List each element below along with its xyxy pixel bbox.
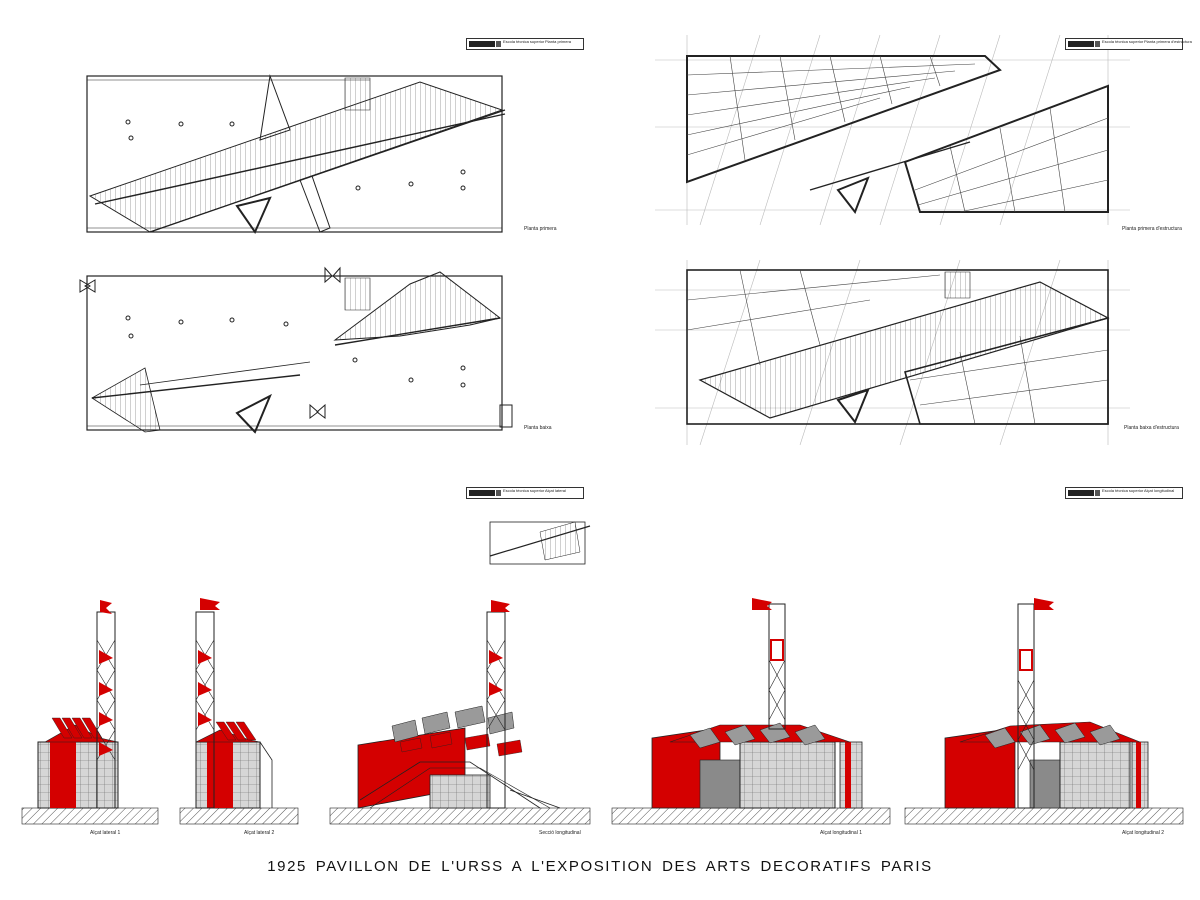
title-block-text: Escola tècnica superior bbox=[503, 39, 545, 44]
title-block-subtext: Alçat longitudinal bbox=[1144, 488, 1175, 493]
plan-first-floor-structure bbox=[655, 34, 1130, 226]
label-side-elevation-2: Alçat lateral 2 bbox=[244, 830, 275, 836]
sheet-title: 1925 PAVILLON DE L'URSS A L'EXPOSITION D… bbox=[267, 858, 933, 875]
plan-ground-floor bbox=[79, 266, 513, 434]
title-block-subtext: Alçat lateral bbox=[545, 488, 566, 493]
title-block-subtext: Planta primera d'estructura bbox=[1144, 39, 1192, 44]
title-block-text: Escola tècnica superior bbox=[1102, 488, 1144, 493]
label-ground-floor: Planta baixa bbox=[524, 425, 552, 431]
ground-bands bbox=[21, 807, 1184, 825]
school-logo-icon bbox=[1068, 41, 1094, 47]
title-block-4: Escola tècnica superior Alçat longitudin… bbox=[1065, 487, 1183, 499]
title-block-text: Escola tècnica superior bbox=[1102, 39, 1144, 44]
title-block-1: Escola tècnica superior Planta primera bbox=[466, 38, 584, 50]
school-logo-icon bbox=[469, 490, 495, 496]
title-block-text: Escola tècnica superior bbox=[503, 488, 545, 493]
elevation-side-2 bbox=[195, 598, 273, 809]
label-long-section: Secció longitudinal bbox=[539, 830, 581, 836]
elevation-longitudinal-1 bbox=[651, 598, 863, 809]
school-logo-icon bbox=[1068, 490, 1094, 496]
elevation-side-1 bbox=[37, 600, 119, 809]
elevation-long-section bbox=[357, 600, 561, 809]
label-side-elevation-1: Alçat lateral 1 bbox=[90, 830, 121, 836]
key-plan-thumbnail bbox=[489, 521, 591, 565]
label-ground-floor-structure: Planta baixa d'estructura bbox=[1124, 425, 1179, 431]
label-long-elevation-2: Alçat longitudinal 2 bbox=[1122, 830, 1164, 836]
title-block-2: Escola tècnica superior Planta primera d… bbox=[1065, 38, 1192, 50]
logo-mark-icon bbox=[496, 41, 501, 47]
elevation-longitudinal-2 bbox=[944, 598, 1149, 809]
plan-first-floor bbox=[86, 74, 506, 235]
logo-mark-icon bbox=[1095, 490, 1100, 496]
title-block-subtext: Planta primera bbox=[545, 39, 572, 44]
logo-mark-icon bbox=[496, 490, 501, 496]
title-block-3: Escola tècnica superior Alçat lateral bbox=[466, 487, 584, 499]
logo-mark-icon bbox=[1095, 41, 1100, 47]
plan-ground-floor-structure bbox=[655, 259, 1130, 446]
label-first-floor: Planta primera bbox=[524, 226, 557, 232]
label-long-elevation-1: Alçat longitudinal 1 bbox=[820, 830, 862, 836]
school-logo-icon bbox=[469, 41, 495, 47]
label-first-floor-structure: Planta primera d'estructura bbox=[1122, 226, 1182, 232]
